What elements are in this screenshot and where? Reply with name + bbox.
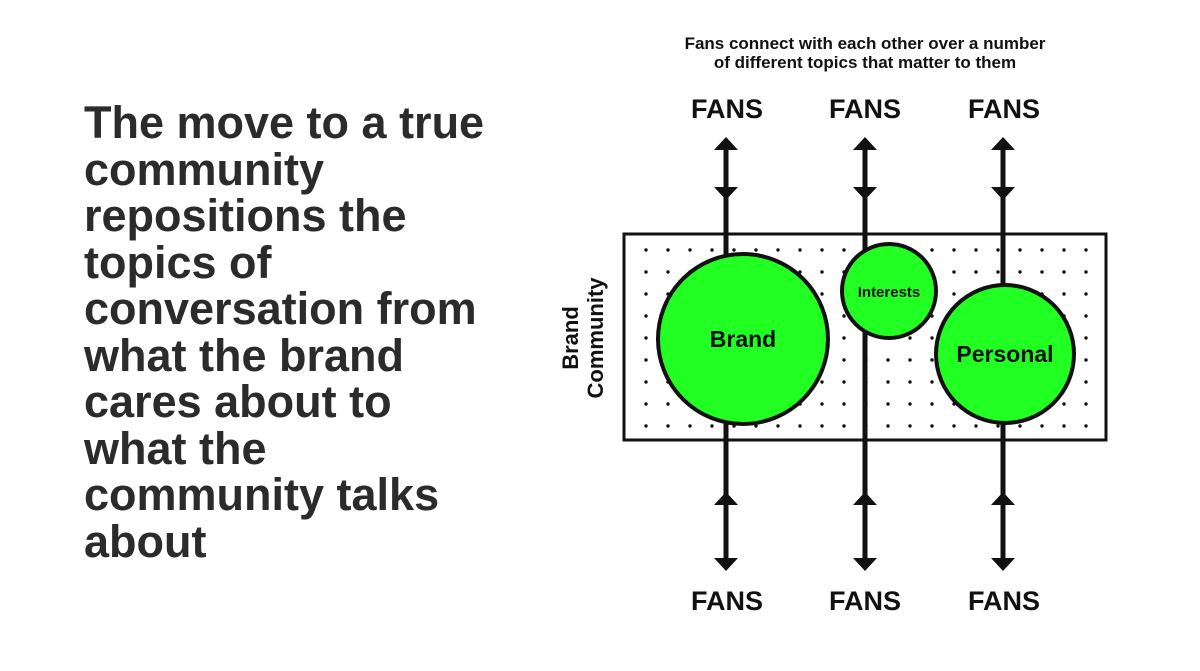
arrow-up-icon: [714, 137, 738, 150]
arrow-down-icon: [714, 187, 738, 200]
arrow-down-icon: [991, 558, 1015, 571]
headline: The move to a true community repositions…: [84, 97, 485, 567]
fans-label: FANS: [829, 94, 901, 124]
fans-label: FANS: [691, 94, 763, 124]
fans-label: FANS: [968, 94, 1040, 124]
fans-labels-bottom: FANS FANS FANS: [691, 586, 1040, 616]
arrow-down-icon: [714, 558, 738, 571]
arrowheads: [714, 137, 1015, 571]
personal-circle: [934, 283, 1076, 425]
personal-circle-label: Personal: [956, 341, 1053, 367]
fans-labels-top: FANS FANS FANS: [691, 94, 1040, 124]
arrow-up-icon: [991, 137, 1015, 150]
fans-label: FANS: [829, 586, 901, 616]
side-label-line-2: Community: [583, 277, 608, 399]
interests-circle: [840, 242, 938, 340]
arrow-down-icon: [853, 187, 877, 200]
fans-label: FANS: [691, 586, 763, 616]
caption-line-2: of different topics that matter to them: [714, 53, 1016, 72]
arrow-up-icon: [714, 492, 738, 505]
interests-circle-label: Interests: [858, 284, 921, 301]
arrow-down-icon: [853, 558, 877, 571]
arrow-up-icon: [991, 492, 1015, 505]
arrow-down-icon: [991, 187, 1015, 200]
arrow-up-icon: [853, 137, 877, 150]
brand-circle: [656, 252, 830, 426]
side-label: Brand Community: [558, 277, 608, 399]
fans-label: FANS: [968, 586, 1040, 616]
arrow-up-icon: [853, 492, 877, 505]
side-label-line-1: Brand: [558, 306, 583, 370]
caption-line-1: Fans connect with each other over a numb…: [685, 34, 1046, 53]
brand-circle-label: Brand: [710, 326, 776, 352]
